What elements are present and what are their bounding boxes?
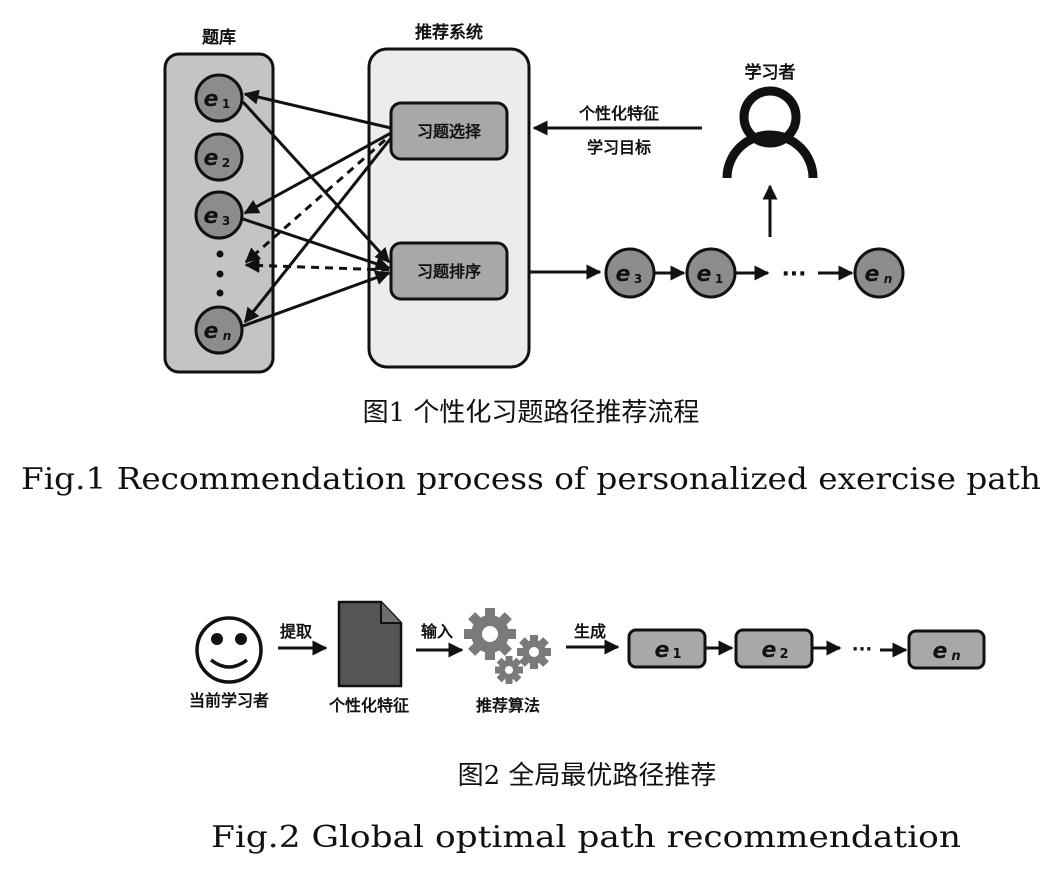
svg-text:1: 1: [672, 647, 681, 662]
svg-text:3: 3: [222, 214, 230, 228]
generate-label: 生成: [574, 622, 606, 641]
svg-text:e: e: [204, 204, 219, 229]
exercise-sort-box: 习题排序: [389, 241, 509, 301]
svg-text:e: e: [204, 146, 219, 171]
result-ellipsis: ···: [852, 639, 873, 660]
svg-text:e: e: [204, 319, 219, 344]
svg-text:e: e: [865, 262, 880, 287]
svg-text:n: n: [951, 649, 960, 664]
path-ellipsis: ···: [781, 262, 806, 287]
svg-text:e: e: [762, 638, 777, 663]
result-node-e1: e 1: [627, 628, 707, 669]
svg-text:e: e: [204, 87, 219, 112]
bank-node-en: e n: [194, 305, 244, 355]
figure-2: 当前学习者 提取 个性化特征 输入: [189, 600, 986, 855]
bank-ellipsis-dots: [216, 250, 224, 297]
feature-label: 个性化特征: [578, 104, 659, 123]
svg-text:n: n: [223, 329, 232, 343]
recommendation-system: [367, 47, 531, 369]
system-title: 推荐系统: [415, 22, 483, 43]
figure2-caption-en: Fig.2 Global optimal path recommendation: [211, 820, 961, 855]
exercise-select-box: 习题选择: [389, 101, 509, 161]
learner-person-icon: [722, 86, 818, 179]
goal-label: 学习目标: [587, 138, 651, 157]
path-node-e1: e 1: [685, 247, 737, 299]
result-node-en: e n: [907, 629, 986, 670]
path-node-e3: e 3: [604, 247, 656, 299]
figure1-caption-en: Fig.1 Recommendation process of personal…: [21, 462, 1041, 497]
svg-text:1: 1: [715, 272, 723, 286]
svg-text:2: 2: [779, 647, 788, 662]
bank-system-arrows: [241, 89, 393, 328]
feature-doc-label: 个性化特征: [328, 696, 409, 715]
path-node-en: e n: [853, 247, 905, 299]
svg-text:3: 3: [634, 272, 642, 286]
bank-node-e3: e 3: [194, 190, 244, 240]
svg-text:习题选择: 习题选择: [417, 122, 482, 141]
result-node-e2: e 2: [734, 628, 814, 669]
extract-label: 提取: [280, 622, 312, 641]
figure2-caption-cn: 图2 全局最优路径推荐: [458, 761, 717, 791]
figure1-caption-cn: 图1 个性化习题路径推荐流程: [363, 398, 700, 428]
learner-title: 学习者: [745, 62, 796, 83]
bank-node-e2: e 2: [194, 132, 244, 182]
smiley-face-icon: [195, 616, 263, 684]
svg-text:e: e: [933, 639, 948, 664]
document-icon: [337, 600, 403, 688]
bank-title: 题库: [202, 27, 236, 48]
svg-text:1: 1: [222, 97, 230, 111]
svg-text:e: e: [655, 638, 670, 663]
figure-1: 题库 e 1 e 2 e 3 e n 推荐系统: [21, 22, 1041, 497]
svg-text:e: e: [616, 262, 631, 287]
current-learner-label: 当前学习者: [189, 691, 269, 710]
svg-text:2: 2: [222, 156, 230, 170]
input-label: 输入: [421, 622, 453, 641]
svg-text:n: n: [884, 272, 893, 286]
svg-text:习题排序: 习题排序: [417, 262, 481, 281]
bank-node-e1: e 1: [194, 73, 244, 123]
algorithm-label: 推荐算法: [476, 696, 540, 715]
svg-text:e: e: [697, 262, 712, 287]
gears-icon: [464, 608, 551, 684]
